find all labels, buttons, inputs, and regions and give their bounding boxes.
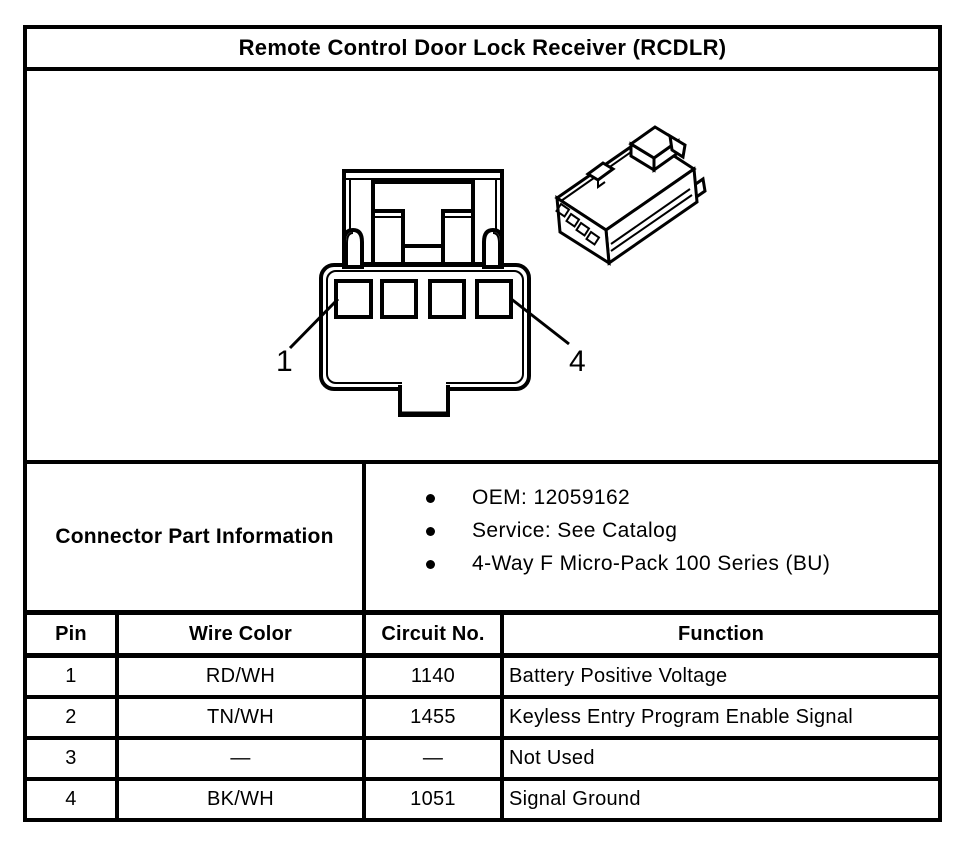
- pin-function: Keyless Entry Program Enable Signal: [500, 695, 942, 740]
- latch-terminal-left: [371, 209, 405, 266]
- wire-color: RD/WH: [115, 653, 366, 699]
- lock-ear-right-inner: [492, 232, 500, 265]
- wire-color: BK/WH: [115, 777, 366, 822]
- column-header-wire-color: Wire Color: [115, 610, 366, 658]
- connector-diagram-cell: 1 4: [23, 67, 942, 464]
- pin-number: 1: [23, 653, 119, 699]
- pin-4-leader-line: [509, 296, 570, 346]
- pin-cavity-2: [380, 279, 418, 319]
- persp-side-groove-1: [610, 194, 693, 252]
- persp-hole-4: [585, 230, 601, 246]
- part-info-heading: Connector Part Information: [23, 460, 366, 615]
- wire-color: TN/WH: [115, 695, 366, 740]
- column-header-function: Function: [500, 610, 942, 658]
- part-info-series: 4-Way F Micro-Pack 100 Series (BU): [472, 552, 831, 575]
- bullet-icon: [426, 493, 435, 503]
- persp-top-step: [585, 161, 616, 182]
- list-item: 4-Way F Micro-Pack 100 Series (BU): [426, 548, 934, 581]
- persp-side-groove-2: [610, 188, 691, 245]
- column-header-circuit-no: Circuit No.: [362, 610, 504, 658]
- pin-cavity-3: [428, 279, 466, 319]
- persp-hole-2: [565, 212, 581, 228]
- persp-hole-3: [575, 221, 591, 237]
- pin-cavity-1: [334, 279, 373, 319]
- pin-function: Signal Ground: [500, 777, 942, 822]
- latch-terminal-right: [441, 209, 475, 266]
- connector-doc-table: Remote Control Door Lock Receiver (RCDLR…: [23, 25, 942, 822]
- pin-number: 3: [23, 736, 119, 781]
- table-row: 2 TN/WH 1455 Keyless Entry Program Enabl…: [23, 695, 942, 740]
- pin-number: 2: [23, 695, 119, 740]
- table-row: 3 — — Not Used: [23, 736, 942, 781]
- circuit-number: 1051: [362, 777, 504, 822]
- lock-ear-left-inner: [346, 232, 354, 265]
- connector-front-view: 1 4: [276, 169, 586, 417]
- bullet-icon: [426, 526, 435, 536]
- list-item: Service: See Catalog: [426, 515, 934, 548]
- circuit-number: —: [362, 736, 504, 781]
- pin-4-label: 4: [569, 345, 586, 378]
- pin-function: Battery Positive Voltage: [500, 653, 942, 699]
- pin-number: 4: [23, 777, 119, 822]
- connector-perspective-view: [554, 125, 707, 266]
- lock-ear-right: [482, 227, 504, 269]
- part-info-service: Service: See Catalog: [472, 519, 678, 542]
- tab-join-mask: [402, 381, 446, 389]
- persp-latch-lip: [668, 133, 687, 160]
- column-header-pin: Pin: [23, 610, 119, 658]
- pin-1-leader-line: [288, 297, 340, 350]
- wire-color: —: [115, 736, 366, 781]
- circuit-number: 1455: [362, 695, 504, 740]
- pin-function: Not Used: [500, 736, 942, 781]
- persp-hole-1: [555, 202, 571, 218]
- latch-center-bar: [401, 244, 445, 266]
- list-item: OEM: 12059162: [426, 482, 934, 515]
- lock-ear-left: [342, 227, 364, 269]
- part-info-oem: OEM: 12059162: [472, 486, 631, 509]
- part-info-bullet-list: OEM: 12059162 Service: See Catalog 4-Way…: [368, 478, 936, 597]
- persp-top-step-notch: [597, 180, 606, 189]
- connector-diagram: 1 4: [276, 125, 707, 417]
- page-title: Remote Control Door Lock Receiver (RCDLR…: [23, 25, 942, 71]
- pin-table-header-row: Pin Wire Color Circuit No. Function: [23, 610, 942, 658]
- bullet-icon: [426, 559, 435, 569]
- part-info-details: OEM: 12059162 Service: See Catalog 4-Way…: [362, 460, 942, 615]
- table-row: 1 RD/WH 1140 Battery Positive Voltage: [23, 653, 942, 699]
- pin-cavity-4: [475, 279, 513, 319]
- circuit-number: 1140: [362, 653, 504, 699]
- table-row: 4 BK/WH 1051 Signal Ground: [23, 777, 942, 822]
- pin-1-label: 1: [276, 345, 293, 378]
- connector-bottom-tab: [398, 385, 450, 417]
